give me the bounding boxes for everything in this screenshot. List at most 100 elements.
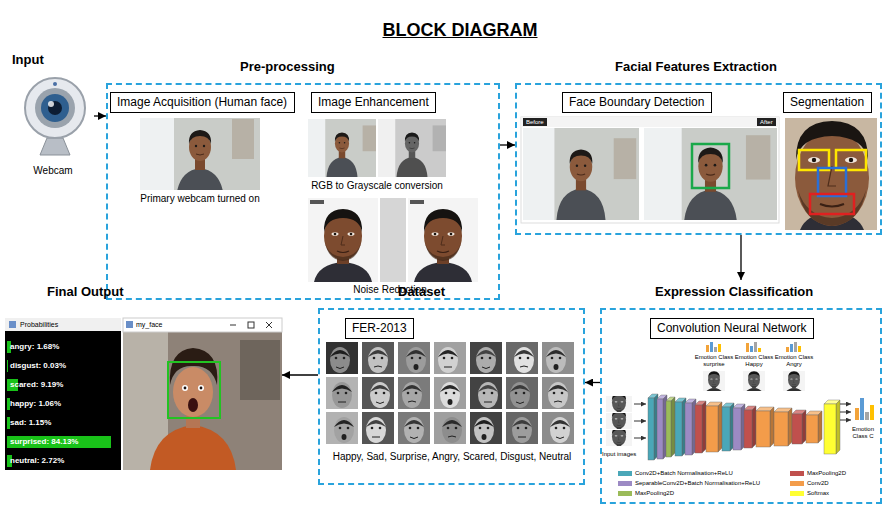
dataset-face — [506, 342, 538, 374]
dataset-face — [542, 342, 574, 374]
dataset-face — [455, 427, 458, 430]
dataset-face — [402, 385, 422, 392]
dataset-face — [514, 350, 534, 357]
dataset-face — [326, 412, 358, 444]
cnn-layer-block — [657, 395, 667, 459]
webcam-icon — [41, 94, 69, 122]
segmentation-photo — [785, 118, 877, 230]
camera-window — [150, 425, 236, 470]
probability-value: surprised: 84.13% — [10, 436, 78, 448]
cnn-input-images — [634, 421, 646, 422]
cnn-layer-block — [722, 407, 730, 451]
dataset-face — [445, 392, 448, 395]
dataset-face — [410, 437, 418, 439]
dataset-face — [559, 357, 562, 360]
camera-window — [123, 318, 282, 470]
face-detection-photos — [692, 144, 729, 188]
cnn-layer-block — [648, 394, 658, 460]
dataset-face — [516, 402, 524, 404]
dataset-face — [373, 357, 376, 360]
probability-value: scared: 9.19% — [10, 379, 63, 391]
dataset-face — [506, 412, 538, 444]
dataset-face — [398, 412, 430, 444]
noise-reduction-photos — [380, 198, 406, 282]
cnn-layer-block — [756, 411, 770, 447]
emotion-class-charts — [718, 344, 721, 352]
stage-heading: Facial Features Extraction — [615, 59, 777, 75]
dataset-face — [407, 392, 410, 395]
face-detection-photos — [521, 117, 779, 127]
dataset-face — [334, 417, 354, 443]
camera-window — [173, 367, 213, 417]
segmentation-photo — [810, 194, 854, 214]
dataset-face — [406, 350, 426, 357]
cnn-layer-block — [770, 407, 774, 447]
emotion-class-charts — [703, 368, 725, 394]
cnn-layer-block — [824, 404, 836, 454]
probability-value: sad: 1.15% — [10, 417, 51, 429]
dataset-face — [438, 347, 458, 373]
probabilities-window — [7, 436, 111, 448]
step-label: Convolution Neural Network — [657, 321, 806, 336]
dataset-face — [506, 342, 538, 374]
probabilities-window — [7, 417, 10, 429]
camera-window — [182, 385, 188, 391]
dataset-face — [554, 364, 559, 370]
cnn-layer-block — [648, 398, 654, 460]
dataset-face — [512, 417, 532, 443]
probabilities-window — [9, 321, 16, 328]
dataset-face — [525, 427, 528, 430]
dataset-face — [330, 347, 350, 373]
dataset-face — [338, 402, 346, 403]
camera-window — [123, 318, 282, 332]
dataset-face — [345, 392, 348, 395]
stage-frame — [106, 83, 500, 300]
dataset-face — [514, 347, 534, 373]
dataset-face — [415, 392, 418, 395]
dataset-face — [481, 357, 484, 360]
dataset-face — [434, 412, 466, 444]
dataset-face — [368, 347, 388, 373]
cnn-layer-block — [788, 408, 792, 446]
dataset-face — [474, 420, 494, 427]
dataset-face — [556, 437, 564, 439]
cnn-layer-block — [744, 410, 752, 448]
dataset-face — [506, 377, 538, 409]
face-detection-photos — [520, 117, 779, 224]
dataset-face — [510, 382, 530, 408]
legend-entry: MaxPooling2D — [790, 470, 846, 477]
emotion-class-charts — [786, 347, 789, 352]
image-caption: Happy, Sad, Surprise, Angry, Scared, Dis… — [322, 451, 582, 463]
dataset-face — [542, 412, 574, 444]
dataset-face — [506, 377, 538, 409]
webcam-icon — [53, 82, 57, 86]
cnn-layer-block — [706, 402, 722, 452]
enhancement-photos — [303, 119, 450, 177]
dataset-face — [523, 392, 526, 395]
dataset-face — [402, 382, 422, 408]
dataset-face — [343, 357, 346, 360]
cnn-layer-block — [752, 406, 756, 448]
cnn-layer-block — [756, 407, 774, 447]
dataset-face — [398, 342, 430, 374]
step-label-box: FER-2013 — [345, 318, 414, 339]
dataset-face — [336, 367, 344, 369]
dataset-face — [442, 417, 462, 443]
cnn-layer-block — [824, 400, 840, 454]
dataset-face — [551, 357, 554, 360]
face-detection-photos — [644, 124, 777, 224]
dataset-face — [453, 392, 456, 395]
dataset-face — [442, 420, 462, 427]
image-tag: Before — [523, 118, 547, 126]
flow-arrow — [94, 115, 106, 116]
cnn-layer-block — [675, 402, 682, 456]
dataset-face — [366, 417, 386, 443]
cnn-output — [855, 408, 859, 420]
dataset-face — [406, 347, 426, 373]
dataset-face — [374, 366, 382, 367]
camera-window — [230, 325, 236, 326]
acquisition-photo — [140, 109, 260, 199]
step-label: Segmentation — [790, 95, 864, 110]
noise-reduction-photos — [408, 198, 478, 282]
